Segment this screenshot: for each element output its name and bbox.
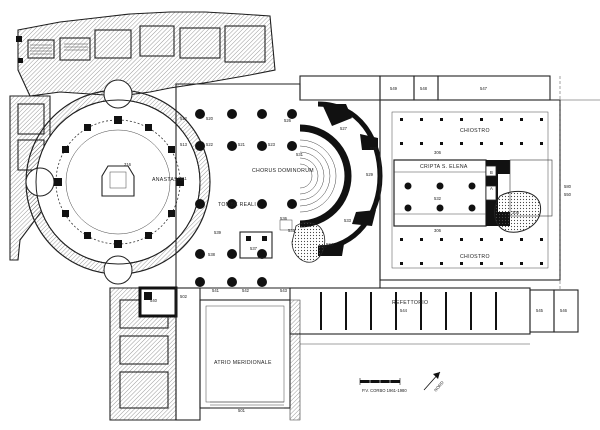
room-528: 528 (370, 146, 378, 151)
room-308: 308 (512, 210, 520, 215)
room-580: 580 (564, 184, 572, 189)
label-credit: P.V. CORBO 1961-1980 (362, 388, 407, 393)
south-atrium (175, 287, 301, 421)
room-523: 523 (268, 142, 276, 147)
label-north: NORD (433, 380, 445, 393)
refectory-columns (320, 292, 497, 330)
south-buildings (109, 286, 178, 421)
room-534: 534 (326, 242, 334, 247)
atrium-steps (210, 401, 284, 409)
aedicula (101, 165, 135, 197)
room-521: 521 (238, 142, 246, 147)
room-530: 530 (320, 244, 328, 249)
label-chiostro-top: CHIOSTRO (460, 128, 490, 134)
room-512: 512 (180, 116, 188, 121)
room-542: 542 (242, 288, 250, 293)
room-511: 511 (180, 176, 187, 181)
room-546: 546 (560, 308, 568, 313)
refectory (289, 287, 579, 345)
north-arrow (423, 371, 441, 391)
label-cripta: CRIPTA S. ELENA (420, 164, 468, 170)
basilica-chorus (175, 83, 383, 289)
label-tombe: TOMBE REALI (218, 202, 256, 208)
room-544: 544 (400, 308, 408, 313)
room-306a: 306 (434, 228, 442, 233)
label-chiostro-bottom: CHIOSTRO (460, 254, 490, 260)
room-540: 540 (150, 298, 158, 303)
stair-northwest (30, 43, 88, 55)
room-529: 529 (366, 172, 374, 177)
room-535: 535 (288, 228, 296, 233)
rotunda-piers (54, 116, 184, 248)
scale-bar (359, 378, 401, 385)
cloister-columns-top (400, 118, 543, 145)
room-536: 536 (280, 216, 288, 221)
room-520: 520 (206, 116, 214, 121)
room-B: B (490, 170, 493, 175)
cloister-columns-bottom (400, 238, 543, 265)
crypt-st-helena (393, 159, 510, 227)
cloister (379, 99, 561, 281)
room-306: 306 (434, 150, 442, 155)
room-527: 527 (340, 126, 348, 131)
chorus-steps (299, 139, 337, 213)
room-549: 549 (390, 86, 398, 91)
room-545: 545 (536, 308, 544, 313)
room-numbers: 549 548 547 526 527 528 529 533 534 535 … (124, 86, 572, 413)
labels: ANASTASIS CHORUS DOMINORUM TOMBE REALI C… (152, 128, 490, 393)
room-531: 531 (296, 152, 304, 157)
room-538: 538 (208, 252, 216, 257)
anastasis-rotunda (25, 79, 211, 285)
chapel-invention-cross (494, 190, 542, 233)
room-A: A (490, 186, 493, 191)
room-501: 501 (238, 408, 246, 413)
basilica-piers (195, 109, 297, 287)
room-533: 533 (344, 218, 352, 223)
room-543: 543 (280, 288, 288, 293)
chapel-540 (138, 286, 178, 318)
room-550: 550 (564, 192, 572, 197)
room-316: 316 (124, 162, 132, 167)
label-chorus: CHORUS DOMINORUM (252, 168, 314, 174)
room-513: 513 (180, 142, 188, 147)
room-547: 547 (480, 86, 488, 91)
room-502: 502 (180, 294, 188, 299)
room-548: 548 (420, 86, 428, 91)
room-532: 532 (434, 196, 442, 201)
room-541: 541 (212, 288, 220, 293)
room-539: 539 (214, 230, 222, 235)
room-526: 526 (284, 118, 292, 123)
label-anastasis: ANASTASIS (152, 177, 184, 183)
room-537: 537 (250, 246, 258, 251)
label-atrio: ATRIO MERIDIONALE (214, 360, 272, 366)
northwest-buildings (16, 11, 276, 97)
room-522: 522 (206, 142, 214, 147)
calvary-rock (291, 222, 326, 263)
label-refettorio: REFETTORIO (392, 300, 428, 306)
